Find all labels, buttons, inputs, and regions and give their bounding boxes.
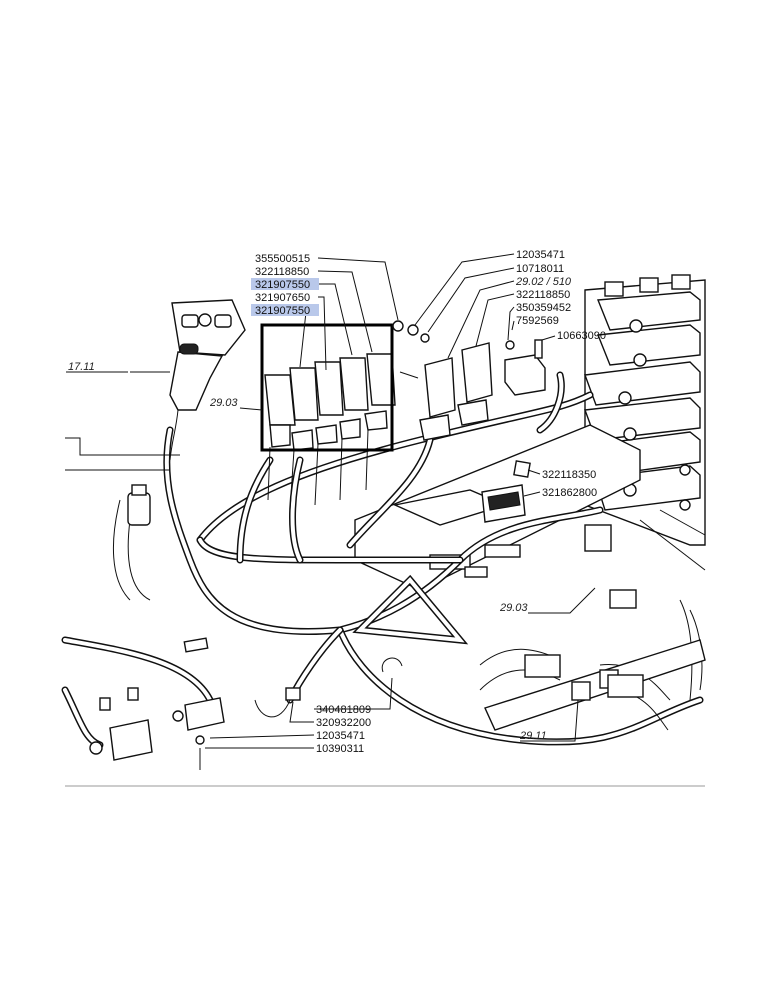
part-label-highlighted: 321907550 — [255, 305, 310, 317]
part-label: 350359452 — [516, 302, 571, 314]
labels-mid-right: 322118350 321862800 — [542, 469, 597, 499]
ref-17-11: 17.11 — [68, 361, 95, 373]
control-lever — [169, 299, 246, 461]
part-label: 355500515 — [255, 253, 310, 265]
part-label: 12035471 — [316, 730, 365, 742]
solenoid-valves — [89, 637, 301, 770]
relay-group — [264, 353, 396, 511]
ref-29-03: 29.03 — [499, 602, 528, 614]
labels-bottom: 340481809 320932200 12035471 10390311 — [316, 704, 371, 755]
labels-left: 355500515 322118850 321907550 321907650 … — [251, 253, 319, 317]
connector-bracket — [484, 524, 706, 731]
ref-label: 29.02 / 510 — [515, 276, 572, 288]
part-label: 322118850 — [516, 289, 570, 301]
harness-wires — [61, 371, 704, 749]
part-label: 10718011 — [516, 263, 564, 275]
washer — [407, 324, 419, 336]
part-label: 340481809 — [316, 704, 371, 716]
ref-29-11: 29.11 — [519, 730, 547, 742]
pressure-switch — [127, 484, 151, 526]
highlight-mark — [251, 304, 319, 316]
part-label: 321907650 — [255, 292, 310, 304]
flasher-unit — [504, 339, 546, 396]
part-label: 321862800 — [542, 487, 597, 499]
part-label: 322118850 — [255, 266, 309, 278]
part-label: 10390311 — [316, 743, 364, 755]
part-label: 7592569 — [516, 315, 559, 327]
part-label: 320932200 — [316, 717, 371, 729]
rocker-switch — [481, 460, 531, 523]
nut — [392, 320, 404, 332]
page-refs: 17.11 29.03 29.03 29.11 — [68, 361, 547, 742]
washer-2 — [420, 333, 430, 343]
ref-29-03: 29.03 — [209, 397, 238, 409]
part-label: 322118350 — [542, 469, 596, 481]
part-label: 12035471 — [516, 249, 565, 261]
highlight-mark — [251, 278, 319, 290]
labels-right-top: 12035471 10718011 29.02 / 510 322118850 … — [515, 249, 606, 342]
cable-clamp — [381, 657, 403, 673]
part-label-highlighted: 321907550 — [255, 279, 310, 291]
part-label: 10663090 — [557, 330, 606, 342]
selection-frame — [260, 323, 394, 452]
relay-pair — [419, 342, 493, 441]
